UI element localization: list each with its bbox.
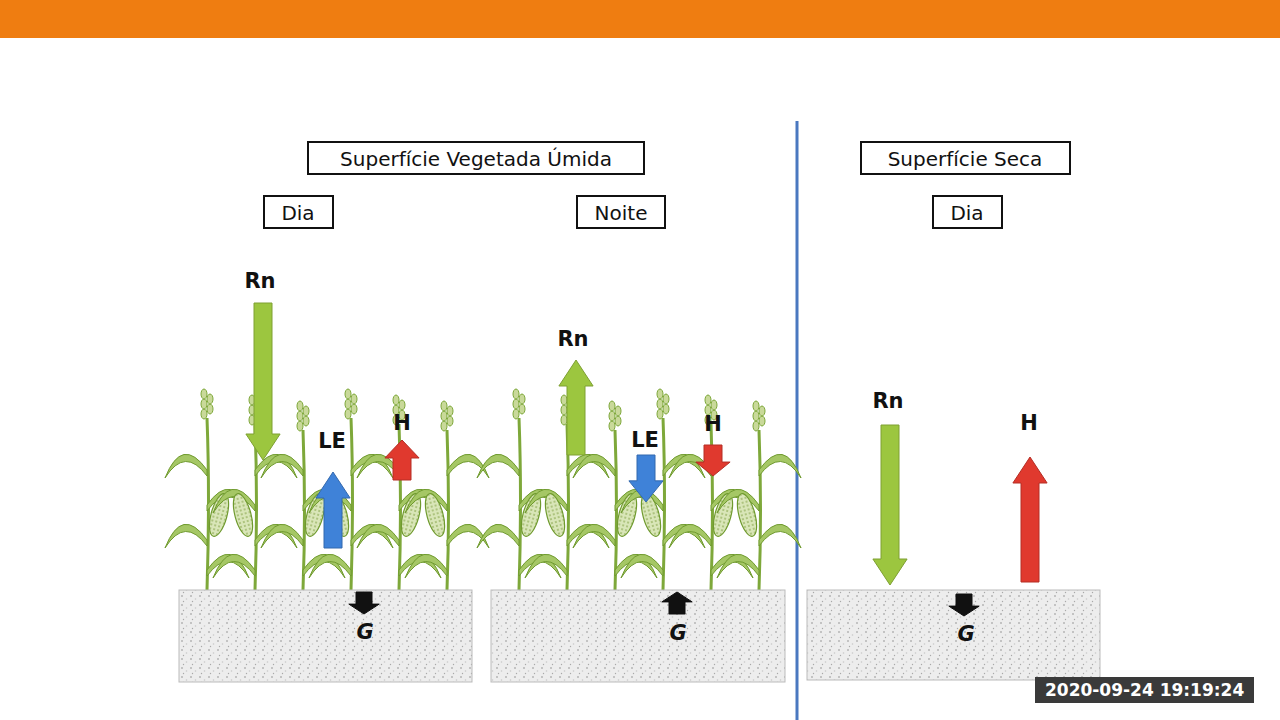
box-text: Noite [595,201,648,225]
divider-line [796,121,799,720]
flux-label: Rn [555,327,590,351]
soil-block [179,590,472,682]
h-arrow [385,440,419,480]
corn-stalk [405,401,489,590]
box-text: Dia [950,201,983,225]
le-arrow [629,455,663,502]
g-arrow [349,592,379,614]
label-box: Dia [932,195,1003,229]
flux-label: LE [629,428,661,452]
label-box: Noite [576,195,666,229]
corn-stalk [309,389,393,590]
label-box: Superfície Seca [860,141,1071,175]
box-text: Superfície Vegetada Úmida [340,147,612,171]
label-box: Superfície Vegetada Úmida [307,141,645,175]
corn-stalk [717,401,801,590]
box-text: Superfície Seca [888,147,1043,171]
flux-label: H [702,412,724,436]
le-arrow [316,472,350,548]
soil-block [807,590,1100,680]
timestamp: 2020-09-24 19:19:24 [1035,677,1254,703]
box-text: Dia [281,201,314,225]
rn-arrow [246,303,280,460]
flux-label: G [955,622,976,646]
rn-arrow [873,425,907,585]
top-bar [0,0,1280,38]
h-arrow [696,445,730,476]
flux-label: G [354,620,375,644]
corn-stalk [621,389,705,590]
flux-label: G [667,621,688,645]
g-arrow [949,594,979,616]
g-arrow [662,592,692,614]
label-box: Dia [263,195,334,229]
flux-label: H [391,411,413,435]
h-arrow [1013,457,1047,582]
flux-label: Rn [242,269,277,293]
flux-label: Rn [870,389,905,413]
flux-label: H [1018,411,1040,435]
flux-label: LE [316,429,348,453]
soil-block [491,590,785,682]
flux-arrows [246,303,1047,616]
rn-arrow [559,360,593,455]
